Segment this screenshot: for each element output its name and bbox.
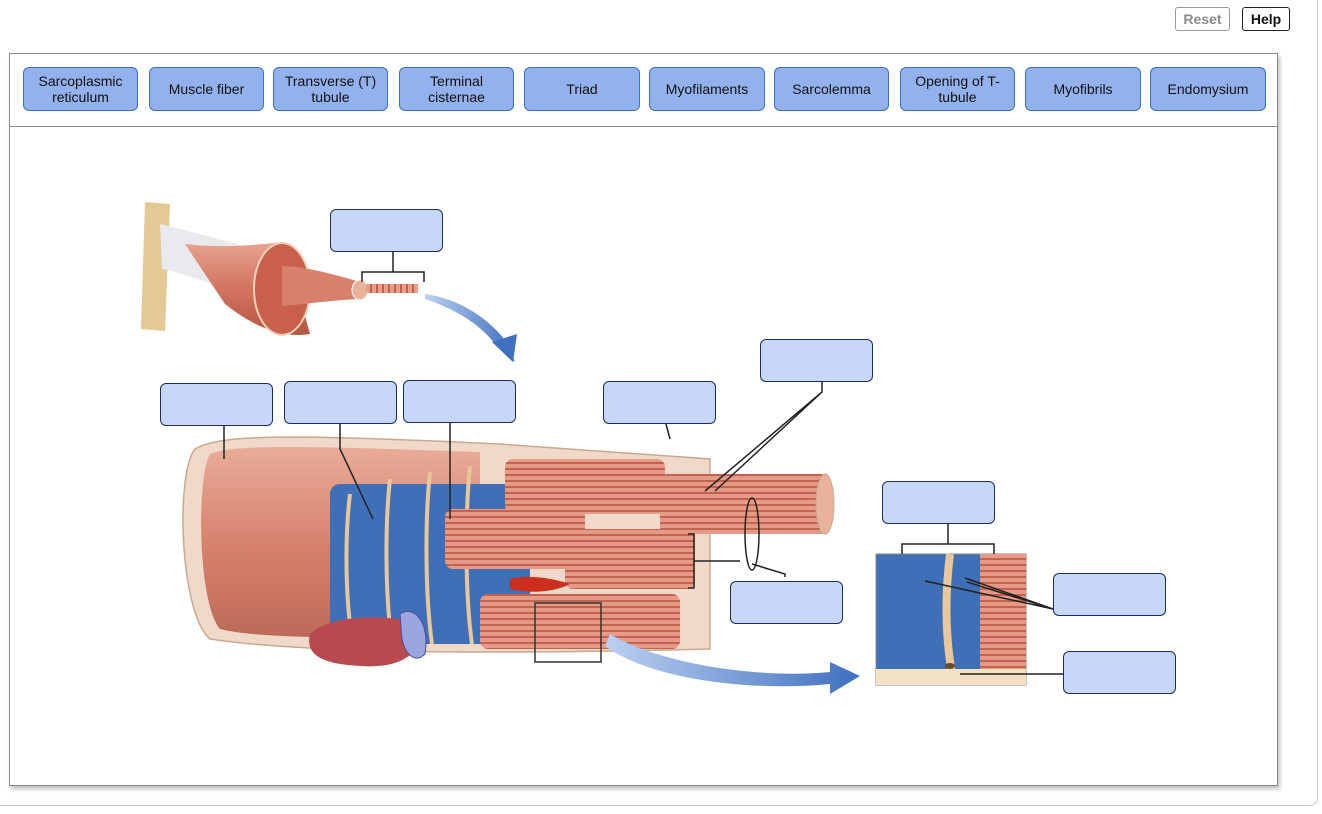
drop-target-middle[interactable]	[603, 381, 716, 424]
label-tile-endomysium[interactable]: Endomysium	[1150, 67, 1266, 111]
label-tile-myofilaments[interactable]: Myofilaments	[649, 67, 765, 111]
drop-target-inset-top[interactable]	[882, 481, 995, 524]
help-button[interactable]: Help	[1242, 7, 1290, 31]
reset-button[interactable]: Reset	[1175, 7, 1230, 31]
zoom-arrowhead-icon	[492, 334, 517, 362]
inset-t-tubule-opening	[945, 663, 955, 669]
label-tile-triad[interactable]: Triad	[524, 67, 640, 111]
myofibril-1	[445, 509, 585, 569]
label-tile-terminal-cisternae[interactable]: Terminal cisternae	[399, 67, 514, 111]
nucleus	[399, 611, 427, 659]
myofibril-3	[565, 529, 695, 589]
labeling-workarea: Sarcoplasmic reticulum Muscle fiber Tran…	[9, 53, 1278, 786]
drop-target-left-2[interactable]	[284, 381, 397, 424]
muscle-fiber-diagram	[141, 202, 1063, 694]
label-tile-sarcolemma[interactable]: Sarcolemma	[774, 67, 889, 111]
nucleus-flap	[309, 617, 421, 667]
label-tile-opening-of-t-tubule[interactable]: Opening of T-tubule	[900, 67, 1015, 111]
inset-sarcolemma	[876, 669, 1026, 685]
fiber-strand	[366, 284, 418, 293]
inset-myofibril	[980, 554, 1026, 669]
drop-target-myofibrils-right[interactable]	[730, 581, 843, 624]
leader-lines	[223, 380, 1063, 675]
inset-detail	[875, 553, 1027, 686]
drop-target-left-3[interactable]	[403, 380, 516, 423]
blood-vessel	[510, 576, 570, 592]
myofibril-4	[480, 594, 680, 649]
drop-target-left-1[interactable]	[160, 383, 273, 426]
myofibril-ring-marker	[744, 497, 760, 571]
label-tile-muscle-fiber[interactable]: Muscle fiber	[149, 67, 264, 111]
label-bank: Sarcoplasmic reticulum Muscle fiber Tran…	[10, 54, 1277, 127]
zoom-arrow-icon	[425, 294, 515, 362]
muscle-fiber-illustration	[182, 436, 860, 694]
drop-target-inset-right-1[interactable]	[1053, 573, 1166, 616]
label-tile-sarcoplasmic-reticulum[interactable]: Sarcoplasmic reticulum	[23, 67, 138, 111]
drop-target-top[interactable]	[330, 209, 443, 252]
drop-target-inset-right-2[interactable]	[1063, 651, 1176, 694]
leader-line	[361, 250, 425, 282]
myofibril-extended	[660, 474, 830, 534]
label-tile-transverse-tubule[interactable]: Transverse (T) tubule	[273, 67, 388, 111]
drop-target-upper-right[interactable]	[760, 339, 873, 382]
fascicle	[282, 266, 360, 306]
label-tile-myofibrils[interactable]: Myofibrils	[1025, 67, 1141, 111]
myofibril-2	[505, 459, 665, 514]
whole-muscle-illustration	[141, 202, 517, 362]
inset-t-tubule	[942, 553, 956, 675]
zoom-arrow-2-icon	[605, 634, 860, 694]
myofibril-end	[815, 473, 835, 535]
fascicle-end	[351, 279, 369, 301]
zoom-box	[534, 602, 602, 663]
